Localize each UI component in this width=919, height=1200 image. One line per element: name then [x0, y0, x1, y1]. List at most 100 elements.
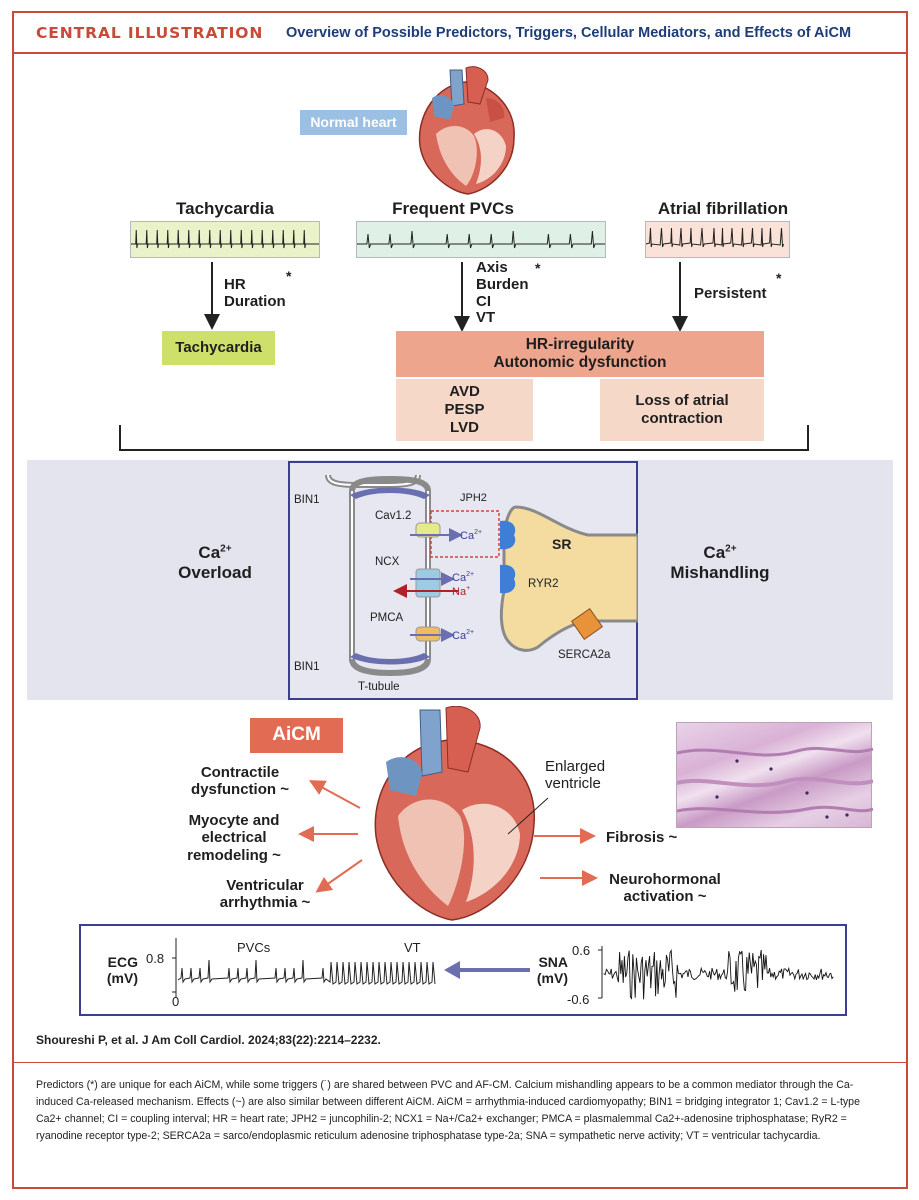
- predictor-duration: Duration: [224, 293, 286, 311]
- legend-separator: [14, 1062, 906, 1063]
- enlarged-ventricle-text: Enlarged ventricle: [545, 758, 605, 793]
- ncx-exchanger: [415, 568, 441, 598]
- pvc-ecg-strip: [356, 221, 606, 258]
- neuro-line1: Neurohormonal: [609, 871, 721, 888]
- hr-irregularity-box: HR-irregularity Autonomic dysfunction: [396, 331, 764, 377]
- contractile-dysfunction-text: Contractile dysfunction ~: [180, 764, 300, 799]
- ventricular-line1: Ventricular: [226, 877, 304, 894]
- ca-mishandling-text: Mishandling: [670, 562, 770, 582]
- arrow-ventricular: [315, 859, 363, 893]
- ryr2-bottom: [500, 564, 516, 594]
- aicm-badge: AiCM: [250, 718, 343, 753]
- bin1-bottom-label: BIN1: [294, 661, 320, 673]
- central-illustration-label: CENTRAL ILLUSTRATION: [36, 24, 264, 42]
- af-star: *: [776, 270, 782, 286]
- figure-legend: Predictors (*) are unique for each AiCM,…: [36, 1079, 860, 1143]
- sna-trace-plot: [598, 946, 834, 1000]
- pvc-star: *: [535, 260, 541, 276]
- ncx-ca-text: Ca2+: [452, 571, 474, 584]
- fibrosis-text: Fibrosis ~: [606, 829, 678, 846]
- tachy-star: *: [286, 268, 292, 284]
- enlarged-line2: ventricle: [545, 775, 601, 793]
- serca2a-label: SERCA2a: [558, 649, 611, 661]
- sr-label: SR: [552, 536, 571, 552]
- ncx-na-text: Na+: [452, 585, 470, 598]
- bracket-line: [119, 425, 809, 451]
- ca-overload-label: Ca2+ Overload: [150, 543, 280, 582]
- arrow-contractile: [308, 780, 361, 809]
- myocyte-remodeling-text: Myocyte and electrical remodeling ~: [170, 812, 298, 864]
- ca-mishandling-label: Ca2+ Mishandling: [650, 543, 790, 582]
- neuro-line2: activation ~: [623, 888, 707, 906]
- fibrosis-histology-image: [676, 722, 874, 828]
- ca-mishandling-sup: 2+: [725, 543, 737, 555]
- normal-heart-image: [418, 66, 515, 195]
- loss-text-2: contraction: [641, 410, 723, 427]
- loss-text-1: Loss of atrial: [635, 392, 729, 410]
- pmca-ca-text: Ca2+: [452, 629, 474, 642]
- sna-tick-top: 0.6: [572, 943, 591, 958]
- bin1-bottom-shape: [350, 653, 430, 665]
- tachycardia-title: Tachycardia: [176, 199, 274, 218]
- af-ecg-strip: [645, 221, 790, 258]
- bin1-top-label: BIN1: [294, 494, 320, 506]
- cell-diagram: BIN1 BIN1 JPH2 Cav1.2 NCX PMCA SR RYR2 S…: [288, 461, 638, 700]
- enlarged-heart-image: [374, 706, 535, 921]
- trace-box: [79, 924, 847, 1016]
- pvcs-label: PVCs: [237, 940, 271, 955]
- tachy-predictors: HR Duration: [224, 276, 286, 311]
- effect-arrows: [298, 780, 598, 893]
- ttubule-bottom: [349, 658, 431, 677]
- neurohormonal-text: Neurohormonal activation ~: [600, 871, 730, 906]
- af-ecg-trace: [645, 227, 785, 248]
- serca2a-pump: [570, 607, 604, 641]
- af-predictor-persistent: Persistent: [694, 285, 767, 302]
- frequent-pvcs-title: Frequent PVCs: [392, 199, 514, 218]
- sna-axis-label: SNA (mV): [530, 954, 568, 986]
- pesp-text: PESP: [444, 401, 485, 419]
- sna-label: SNA: [538, 954, 568, 970]
- ecg-tick-top: 0.8: [146, 951, 165, 966]
- sna-tick-bottom: -0.6: [567, 992, 590, 1007]
- loss-of-atrial-contraction-box: Loss of atrial contraction: [600, 379, 764, 441]
- predictor-ci: CI: [476, 292, 491, 310]
- sna-unit: (mV): [536, 970, 568, 987]
- figure-title: Overview of Possible Predictors, Trigger…: [286, 25, 852, 41]
- sna-to-ecg-arrow: [444, 961, 530, 979]
- enlarged-ventricle-leader: [507, 797, 549, 835]
- contractile-line1: Contractile: [200, 764, 280, 781]
- header: CENTRAL ILLUSTRATION Overview of Possibl…: [14, 13, 906, 54]
- ca-overload-text: Overload: [178, 562, 252, 582]
- jph2-label: JPH2: [460, 492, 487, 504]
- ryr2-label: RYR2: [528, 578, 558, 590]
- lvd-text: LVD: [450, 418, 479, 436]
- ca-mishandling-ca: Ca: [703, 543, 726, 562]
- ncx-label: NCX: [375, 556, 400, 568]
- ca-overload-sup: 2+: [220, 543, 232, 555]
- ecg-label: ECG: [107, 954, 138, 970]
- ecg-trace-plot: [172, 938, 436, 998]
- autonomic-dysfunction-text: Autonomic dysfunction: [493, 354, 667, 371]
- atrial-fibrillation-title: Atrial fibrillation: [657, 199, 789, 218]
- pmca-label: PMCA: [370, 612, 404, 624]
- predictor-hr: HR: [224, 276, 246, 293]
- ecg-axis-label: ECG (mV): [96, 954, 138, 986]
- myocyte-line3: remodeling ~: [187, 846, 281, 864]
- pvc-ecg-trace: [357, 230, 605, 249]
- cav12-ca-text: Ca2+: [460, 529, 482, 542]
- myocyte-line2: electrical: [201, 829, 267, 847]
- histology-texture: [676, 746, 874, 819]
- pvc-predictors: Axis Burden CI VT: [476, 259, 529, 327]
- avd-text: AVD: [449, 383, 480, 401]
- citation: Shoureshi P, et al. J Am Coll Cardiol. 2…: [36, 1033, 381, 1047]
- predictor-vt: VT: [476, 309, 496, 327]
- top-arrows: [119, 262, 809, 451]
- avd-box: AVD PESP LVD: [396, 379, 533, 441]
- enlarged-line1: Enlarged: [545, 758, 606, 775]
- tachycardia-ecg-strip: [130, 221, 320, 258]
- cav12-label: Cav1.2: [375, 510, 411, 522]
- vt-label: VT: [404, 940, 421, 955]
- ventricular-arrhythmia-text: Ventricular arrhythmia ~: [205, 877, 325, 912]
- ecg-tick-zero: 0: [172, 994, 180, 1009]
- ventricular-line2: arrhythmia ~: [219, 894, 311, 912]
